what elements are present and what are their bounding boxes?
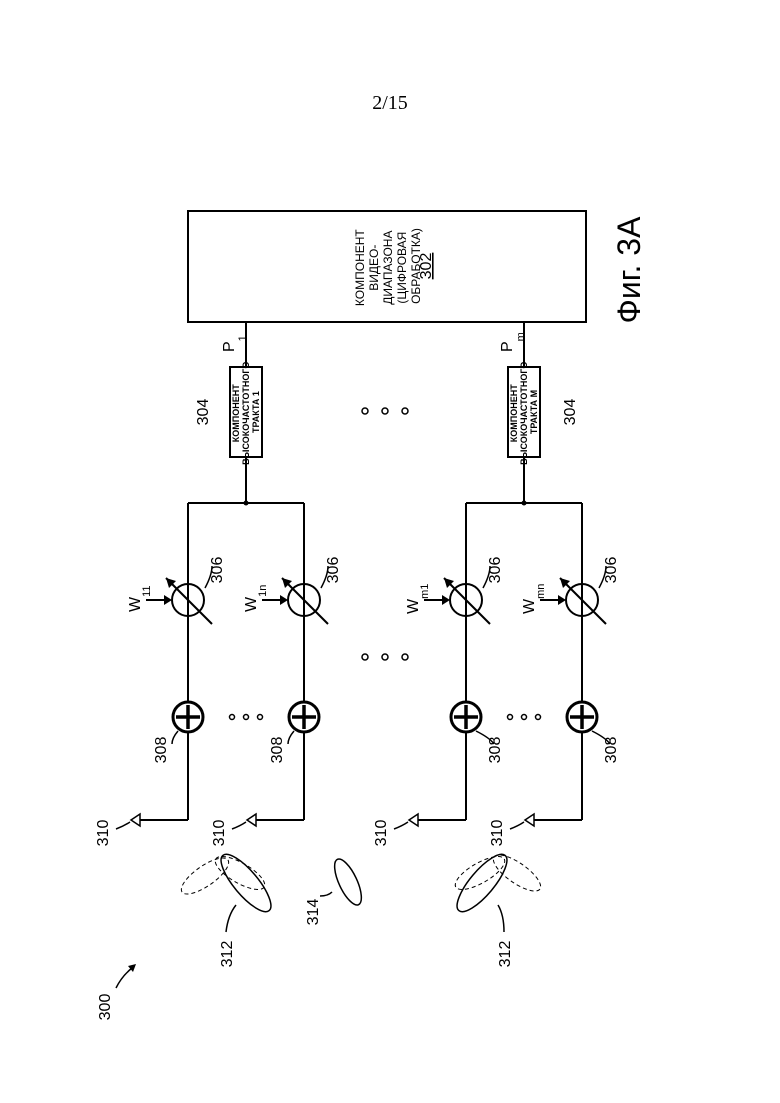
ellipsis-dot	[362, 654, 368, 660]
null-beam-ref: 314	[305, 899, 322, 926]
weight-sub: 1n	[257, 585, 269, 597]
rf-chain-line: КОМПОНЕНТ	[509, 384, 519, 442]
baseband-ref: 302	[418, 253, 435, 280]
ellipsis-dot	[244, 715, 249, 720]
phase-shifter-m1	[424, 578, 490, 624]
combiner-ref-11: 308	[153, 737, 170, 764]
port-label-main: P	[221, 341, 238, 352]
figure-label: Фиг. 3А	[611, 216, 647, 324]
ellipsis-dot	[382, 654, 388, 660]
beam-ref-2: 312	[497, 941, 514, 968]
combiner-mn	[567, 702, 597, 732]
antenna-icon	[131, 814, 140, 826]
baseband-label-line: ДИАПАЗОНА	[381, 231, 395, 305]
ellipsis-dot	[382, 408, 388, 414]
antenna-ref-1: 310	[95, 820, 112, 847]
beam-pattern-2	[450, 848, 546, 919]
combiner-m1	[451, 702, 481, 732]
rf-chain-line: ТРАКТА 1	[251, 391, 261, 433]
rf-chain-line: ВЫСОКОЧАСТОТНОГО	[519, 362, 529, 465]
weight-main: W	[243, 596, 260, 612]
weight-sub: mn	[535, 584, 547, 599]
port-label-main: P	[499, 341, 516, 352]
weight-sub: m1	[419, 584, 431, 599]
weight-main: W	[127, 596, 144, 612]
rf-ref-label-1: 304	[195, 399, 212, 426]
weight-label-11: W11	[127, 585, 153, 612]
baseband-label-line: (ЦИФРОВАЯ	[395, 232, 409, 304]
combiner-1n	[289, 702, 319, 732]
ellipsis-dot	[258, 715, 263, 720]
phase-shifter-1n	[262, 578, 328, 624]
weight-label-1n: W1n	[243, 585, 269, 612]
rf-chain-line: КОМПОНЕНТ	[231, 384, 241, 442]
beam-pattern-1	[176, 848, 278, 919]
baseband-label-line: КОМПОНЕНТ	[353, 229, 367, 306]
port-label-1: P1	[221, 335, 249, 352]
weight-sub: 11	[141, 585, 153, 596]
rf-chain-line: ВЫСОКОЧАСТОТНОГО	[241, 362, 251, 465]
rf-chain-label-m: КОМПОНЕНТ ВЫСОКОЧАСТОТНОГО ТРАКТА M	[509, 359, 539, 465]
phase-shifter-mn	[540, 578, 606, 624]
null-beam	[329, 856, 366, 909]
port-label-m: Pm	[499, 332, 527, 352]
ellipsis-dot	[522, 715, 527, 720]
weight-label-mn: Wmn	[521, 584, 547, 614]
antenna-ref-4: 310	[489, 820, 506, 847]
beam-ref-1: 312	[219, 941, 236, 968]
weight-main: W	[521, 598, 538, 614]
port-label-sub: 1	[237, 335, 249, 341]
weight-label-m1: Wm1	[405, 584, 431, 614]
port-label-sub: m	[515, 332, 527, 341]
rf-chain-line: ТРАКТА M	[529, 390, 539, 434]
combiner-ref-mn: 308	[603, 737, 620, 764]
ellipsis-dot	[230, 715, 235, 720]
phase-shifter-11	[146, 578, 212, 624]
antenna-icon	[247, 814, 256, 826]
antenna-ref-3: 310	[373, 820, 390, 847]
ellipsis-dot	[536, 715, 541, 720]
ellipsis-dot	[402, 654, 408, 660]
combiner-ref-1n: 308	[269, 737, 286, 764]
ellipsis-dot	[362, 408, 368, 414]
antenna-icon	[409, 814, 418, 826]
combiner-ref-m1: 308	[487, 737, 504, 764]
rf-chain-label-1: КОМПОНЕНТ ВЫСОКОЧАСТОТНОГО ТРАКТА 1	[231, 359, 261, 465]
baseband-label-line: ВИДЕО-	[367, 245, 381, 291]
rf-ref-label-m: 304	[562, 399, 579, 426]
combiner-11	[173, 702, 203, 732]
ellipsis-dot	[508, 715, 513, 720]
weight-main: W	[405, 598, 422, 614]
ellipsis-dot	[402, 408, 408, 414]
baseband-label: КОМПОНЕНТ ВИДЕО- ДИАПАЗОНА (ЦИФРОВАЯ ОБР…	[353, 226, 423, 306]
antenna-icon	[525, 814, 534, 826]
system-ref: 300	[97, 994, 114, 1021]
antenna-ref-2: 310	[211, 820, 228, 847]
